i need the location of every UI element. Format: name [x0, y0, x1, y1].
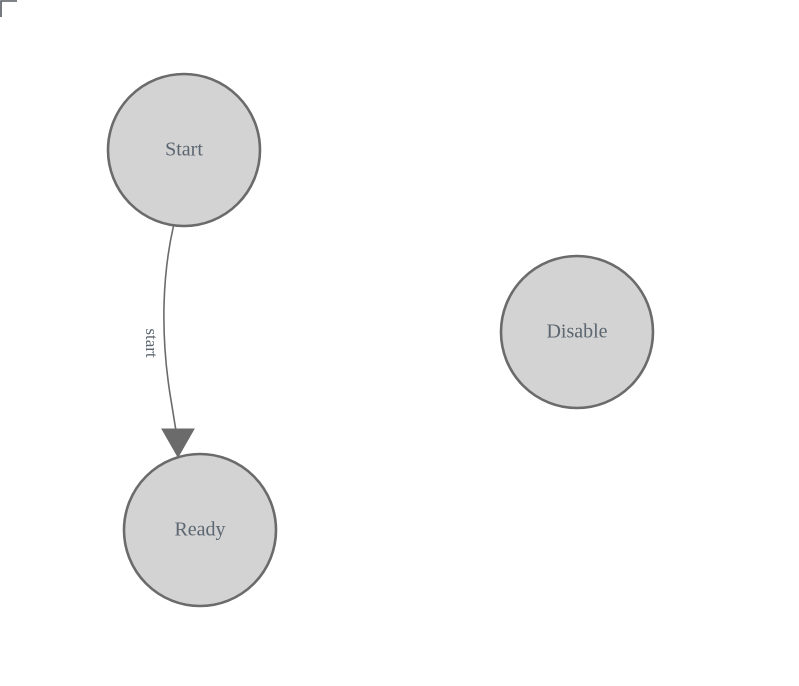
node-disable-circle[interactable] [499, 254, 655, 410]
node-start[interactable]: Start [106, 72, 262, 228]
node-ready-circle[interactable] [122, 452, 278, 608]
edge-start-to-ready[interactable]: start [142, 225, 195, 459]
node-ready[interactable]: Ready [122, 452, 278, 608]
node-disable-label: Disable [546, 321, 607, 343]
top-left-corner-bracket-icon [0, 0, 17, 17]
edge-path [163, 225, 179, 443]
arrowhead-icon [161, 428, 195, 459]
node-ready-label: Ready [174, 519, 225, 541]
node-start-label: Start [165, 139, 203, 161]
node-disable[interactable]: Disable [499, 254, 655, 410]
edge-label-start: start [142, 328, 161, 358]
node-start-circle[interactable] [106, 72, 262, 228]
